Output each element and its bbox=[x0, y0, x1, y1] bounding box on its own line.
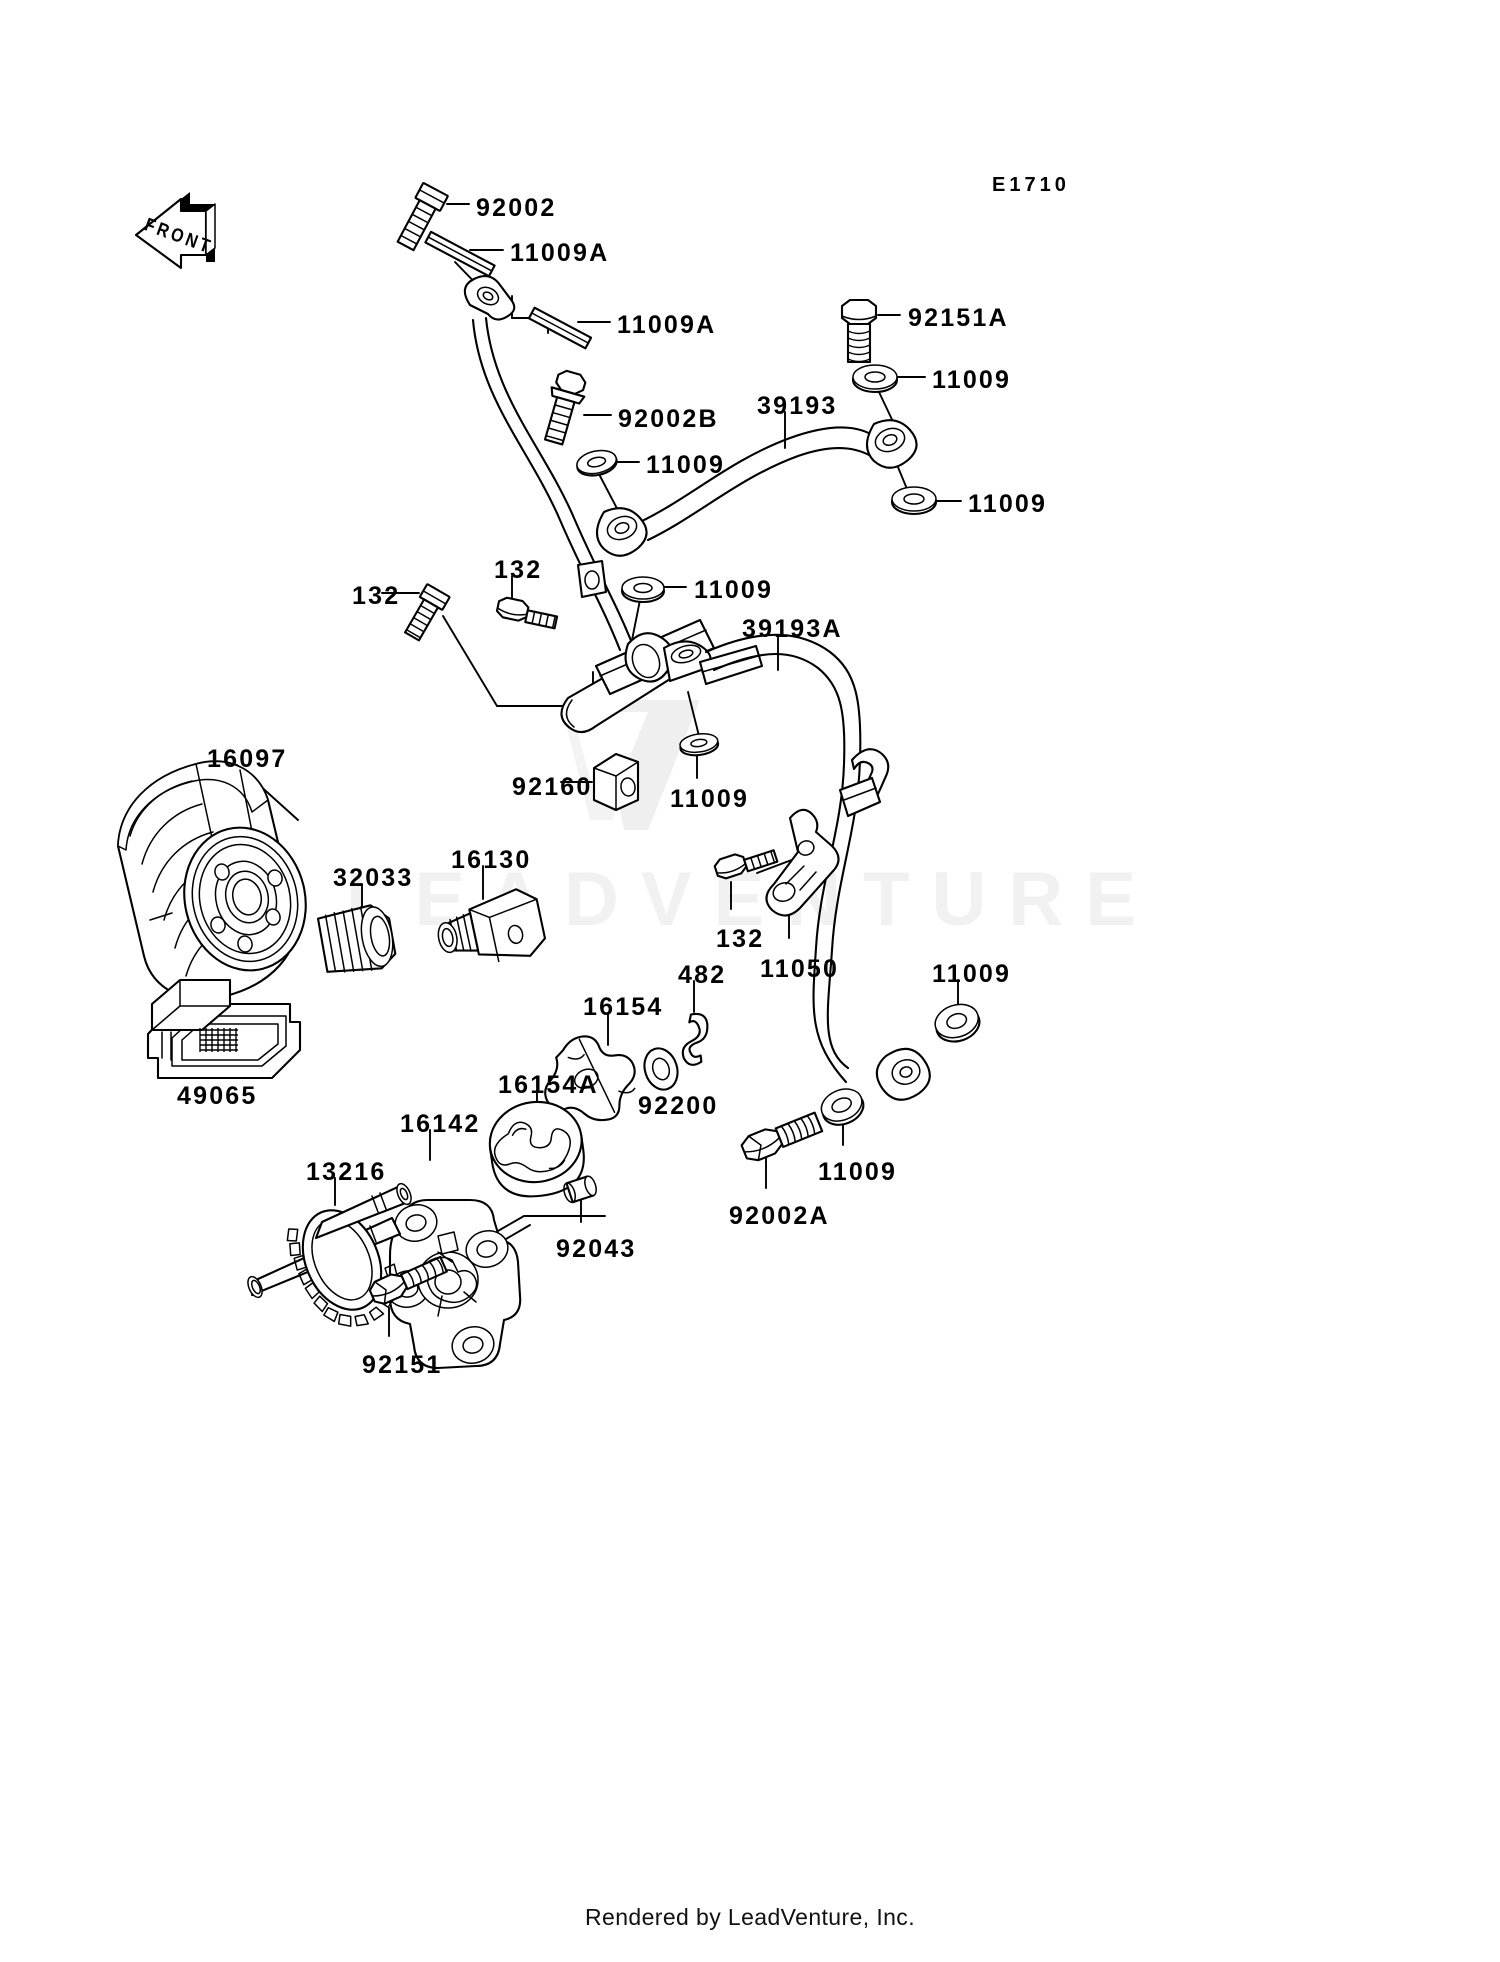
callout-label-132-bracket: 132 bbox=[716, 925, 765, 953]
part-482-circlip bbox=[681, 1012, 709, 1066]
callout-label-92160: 92160 bbox=[512, 773, 593, 801]
callout-label-92151: 92151 bbox=[362, 1351, 443, 1379]
callout-label-132-left: 132 bbox=[352, 582, 401, 610]
part-11009-washer-b bbox=[851, 364, 899, 394]
callout-label-92002B: 92002B bbox=[618, 405, 719, 433]
callout-label-32033: 32033 bbox=[333, 864, 414, 892]
callout-label-11009-f: 11009 bbox=[932, 960, 1012, 988]
callout-label-92002: 92002 bbox=[476, 194, 557, 222]
callout-label-92151A: 92151A bbox=[908, 304, 1009, 332]
callout-label-11009A-lower: 11009A bbox=[617, 311, 717, 339]
part-11009-washer-c bbox=[890, 486, 938, 516]
part-92002B-bolt bbox=[543, 369, 587, 446]
front-direction-marker: FRONT bbox=[134, 192, 216, 270]
callout-label-39193A: 39193A bbox=[742, 615, 843, 643]
part-11009-washer-d bbox=[620, 576, 666, 604]
callout-label-482: 482 bbox=[678, 961, 727, 989]
callout-label-11009-d: 11009 bbox=[694, 576, 774, 604]
callout-label-11009-a: 11009 bbox=[646, 451, 726, 479]
part-32033-pipe-fitting bbox=[316, 904, 397, 973]
part-92200-washer bbox=[643, 1047, 679, 1091]
part-11009A-gasket-lower bbox=[527, 306, 593, 350]
part-16154A-pump-rotor-outer bbox=[488, 1100, 585, 1198]
part-92002-bolt bbox=[396, 182, 449, 252]
part-16154-pump-rotor-inner bbox=[544, 1035, 636, 1122]
part-11009-washer-e bbox=[679, 732, 720, 757]
part-11050-bracket bbox=[765, 808, 840, 917]
part-132-bolt-left bbox=[404, 583, 451, 642]
callout-label-11009-b: 11009 bbox=[932, 366, 1012, 394]
part-11009A-gasket-upper bbox=[424, 230, 496, 278]
part-16130-relief-valve bbox=[437, 888, 547, 963]
watermark: LEADVENTURE bbox=[346, 700, 1136, 942]
part-39193-oil-pipe-main bbox=[463, 275, 636, 652]
part-16142-oil-pump-body bbox=[386, 1198, 522, 1370]
callout-label-16154: 16154 bbox=[583, 993, 664, 1021]
part-92002A-banjo-bolt bbox=[740, 1111, 824, 1162]
callout-label-11009-c: 11009 bbox=[968, 490, 1048, 518]
part-16097-oil-filter bbox=[116, 760, 307, 1000]
callout-label-16130: 16130 bbox=[451, 846, 532, 874]
part-49065-oil-strainer bbox=[146, 978, 302, 1080]
part-39193A-oil-pipe-rear bbox=[704, 633, 931, 1101]
part-92151-bolt-bottom bbox=[368, 1255, 448, 1305]
callout-label-13216: 13216 bbox=[306, 1158, 387, 1186]
callout-label-11009-e: 11009 bbox=[670, 785, 750, 813]
part-92160-damper bbox=[592, 752, 640, 812]
callout-label-39193: 39193 bbox=[757, 392, 838, 420]
callout-label-11009A-upper: 11009A bbox=[510, 239, 610, 267]
footer-credit: Rendered by LeadVenture, Inc. bbox=[585, 1904, 915, 1930]
part-11009-washer-a bbox=[576, 449, 618, 477]
callout-label-49065: 49065 bbox=[177, 1082, 258, 1110]
part-132-bolt-bracket bbox=[713, 849, 779, 880]
pipe-clamp bbox=[576, 559, 608, 599]
callout-label-92043: 92043 bbox=[556, 1235, 637, 1263]
callout-label-132-center: 132 bbox=[494, 556, 543, 584]
part-132-bolt-center bbox=[495, 596, 559, 630]
callout-label-92200: 92200 bbox=[638, 1092, 719, 1120]
callout-label-16142: 16142 bbox=[400, 1110, 481, 1138]
part-13216-pump-shaft-gear bbox=[247, 1182, 412, 1327]
part-11009-washer-f bbox=[934, 1003, 981, 1043]
part-92151A-bolt bbox=[840, 298, 878, 364]
callout-label-92002A: 92002A bbox=[729, 1202, 830, 1230]
callout-label-16154A: 16154A bbox=[498, 1071, 599, 1099]
callout-label-16097: 16097 bbox=[207, 745, 288, 773]
callout-label-11050: 11050 bbox=[760, 955, 840, 983]
part-39193-oil-pipe-upper bbox=[595, 419, 918, 557]
part-92043-pin bbox=[563, 1175, 597, 1204]
callout-label-11009-g: 11009 bbox=[818, 1158, 898, 1186]
part-11009-washer-g bbox=[820, 1088, 865, 1126]
diagram-code: E1710 bbox=[992, 174, 1070, 196]
